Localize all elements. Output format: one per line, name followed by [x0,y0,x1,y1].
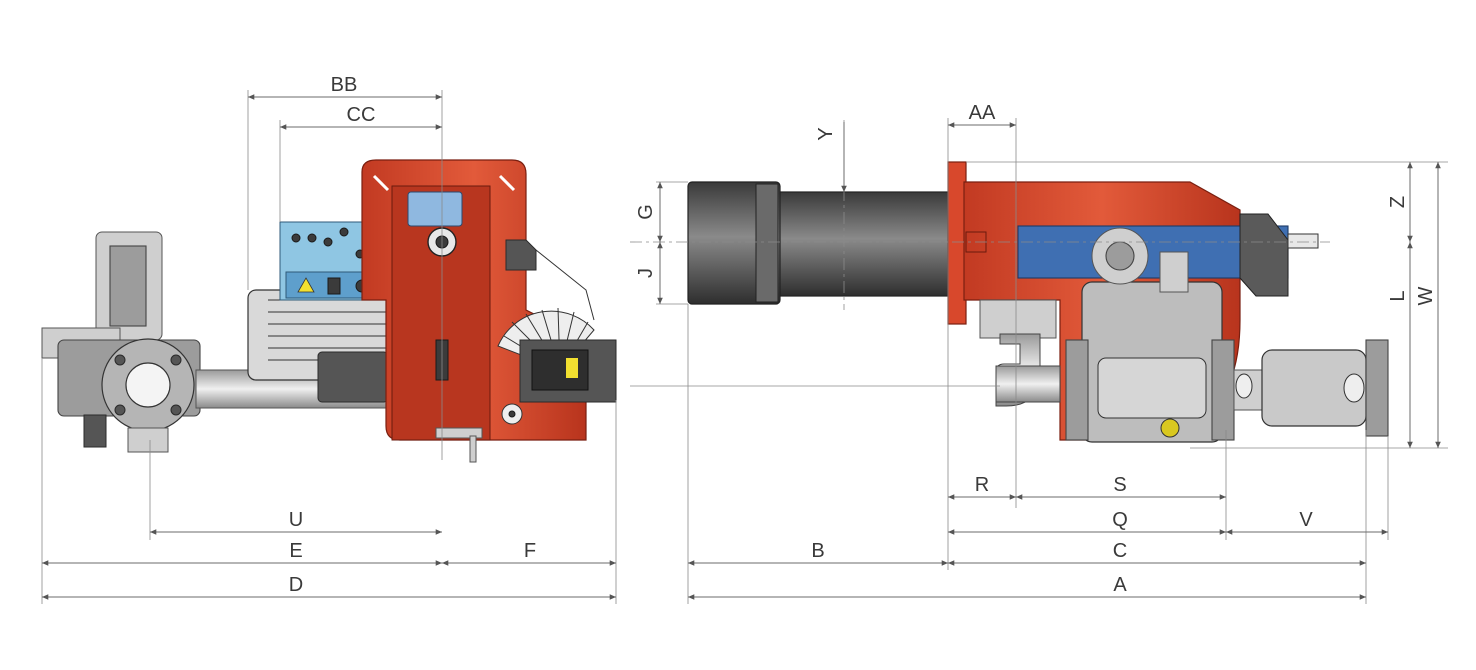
label-a: A [1113,574,1127,596]
left-view-burner [41,159,617,463]
label-aa: AA [969,102,996,124]
label-j: J [635,268,657,278]
label-g: G [635,204,657,220]
dimension-labels: BB CC U E F D AA Y G J Z L W R S Q V B C… [289,74,1437,596]
label-z: Z [1387,196,1409,208]
label-v: V [1299,509,1313,531]
label-r: R [975,474,989,496]
label-cc: CC [347,104,376,126]
right-view-burner [687,161,1389,443]
label-e: E [289,540,302,562]
mounting-flange [947,161,967,325]
label-u: U [289,509,303,531]
sight-window [407,191,463,227]
label-f: F [524,540,536,562]
label-bb: BB [331,74,358,96]
dimension-lines [42,94,1441,600]
label-c: C [1113,540,1127,562]
label-l: L [1387,290,1409,301]
label-q: Q [1112,509,1128,531]
label-w: W [1415,286,1437,305]
label-s: S [1113,474,1126,496]
label-b: B [811,540,824,562]
label-d: D [289,574,303,596]
label-y: Y [815,127,837,140]
